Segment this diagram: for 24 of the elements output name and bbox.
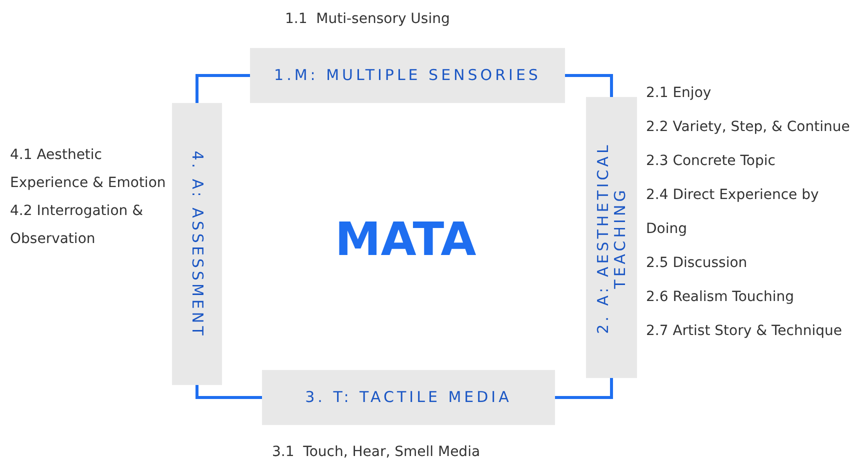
band-title: 4. A: ASSESSMENT	[188, 149, 206, 340]
category-band	[262, 370, 555, 425]
sub-item-text: 2.1 Enjoy	[646, 84, 712, 103]
category-band	[172, 103, 222, 385]
band-title: 2. A: AESTHETICAL TEACHING	[594, 140, 628, 336]
sub-item-text: 4.2 Interrogation & Observation	[10, 202, 144, 249]
sub-item-text: 3.1 Touch, Hear, Smell Media	[272, 443, 482, 461]
band-title: 1.M: MULTIPLE SENSORIES	[273, 67, 542, 84]
connector-line	[196, 385, 262, 399]
connector-line	[196, 74, 250, 103]
category-band	[586, 97, 637, 378]
sub-item-text: 2.3 Concrete Topic	[646, 152, 776, 171]
connector-line	[565, 74, 613, 97]
sub-item-text: 2.5 Discussion	[646, 254, 748, 273]
sub-item-text: 2.2 Variety, Step, & Continue	[646, 118, 851, 137]
sub-item-text: 1.1 Muti-sensory Using	[285, 10, 451, 29]
category-band	[250, 48, 565, 103]
sub-item-text: 2.7 Artist Story & Technique	[646, 322, 843, 341]
sub-item-text: 2.6 Realism Touching	[646, 288, 795, 307]
connector-line	[555, 378, 613, 399]
center-title: MATA	[335, 212, 476, 266]
sub-item-text: 2.4 Direct Experience by Doing	[646, 186, 820, 239]
band-title: 3. T: TACTILE MEDIA	[304, 389, 513, 406]
sub-item-text: 4.1 Aesthetic Experience & Emotion	[10, 146, 167, 193]
